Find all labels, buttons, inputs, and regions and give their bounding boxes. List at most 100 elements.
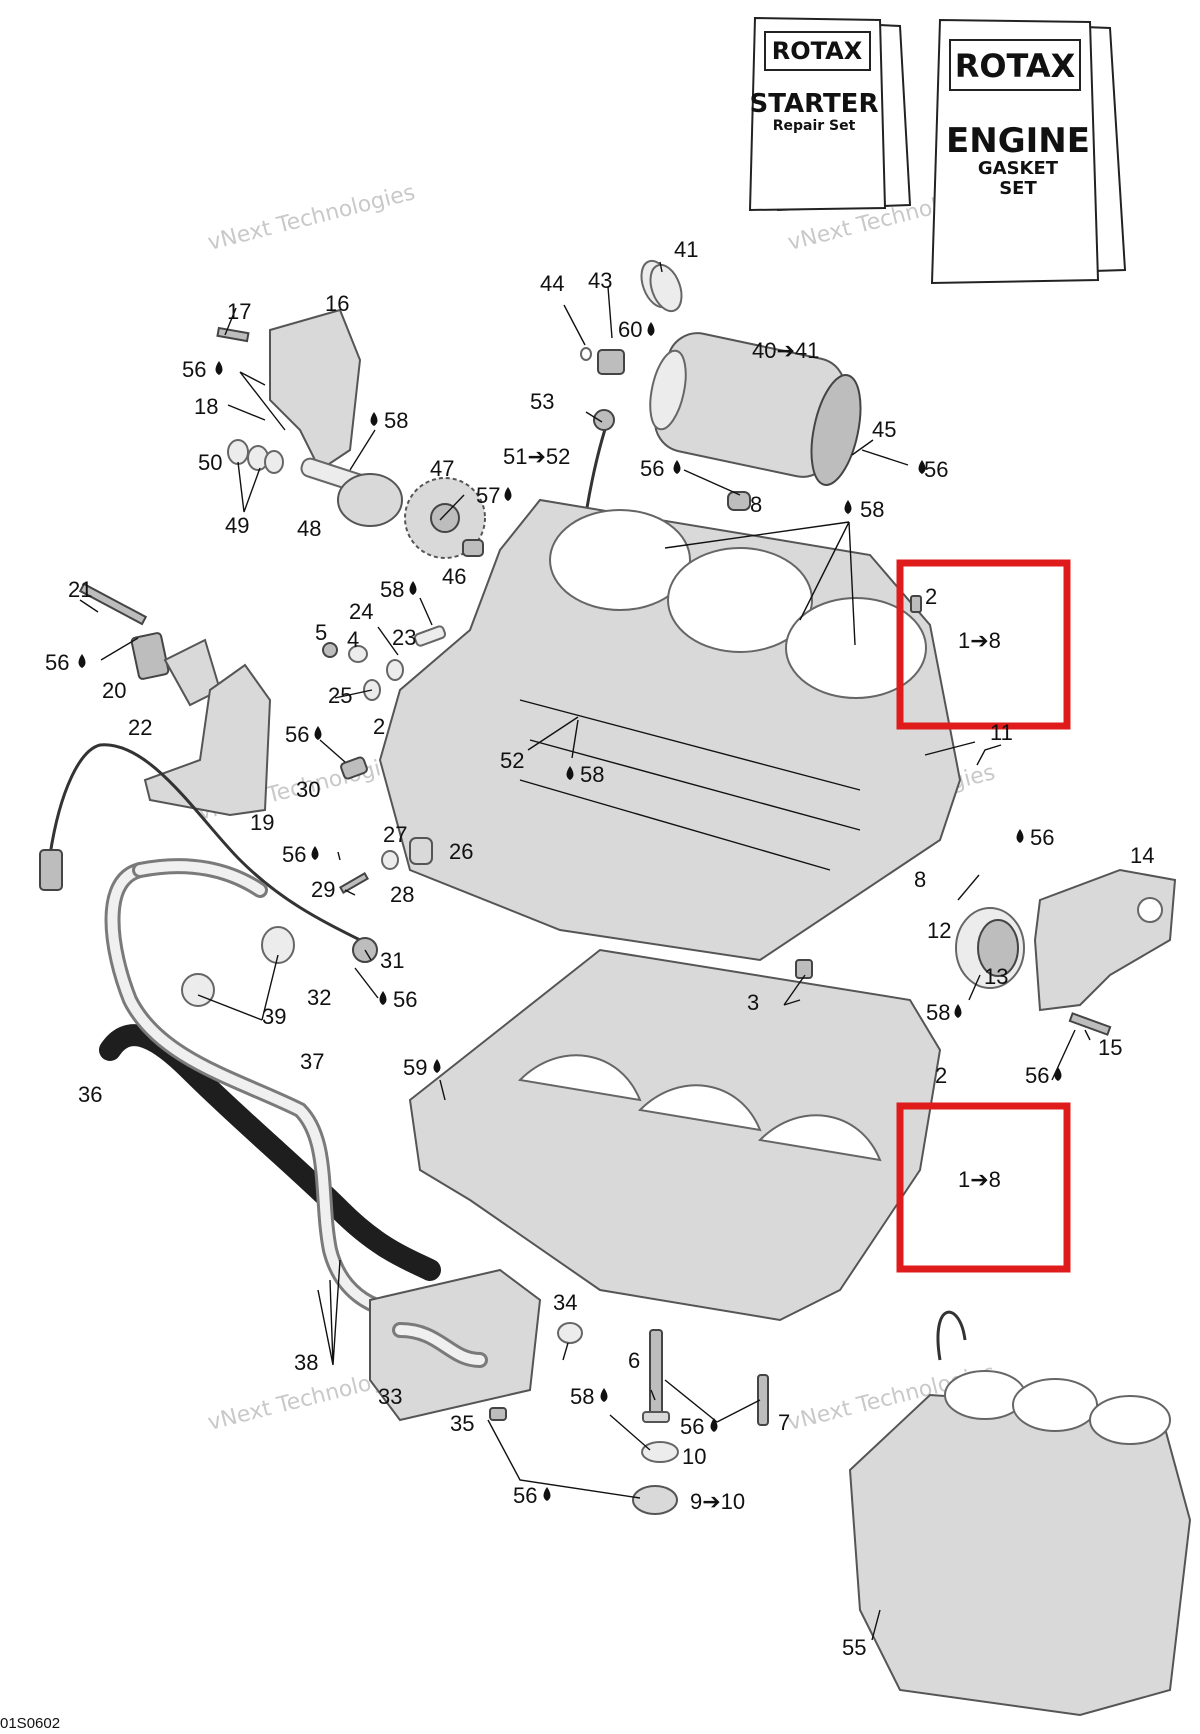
svg-text:STARTER: STARTER (750, 89, 879, 119)
label-30: 30 (296, 777, 320, 802)
label-39: 39 (262, 1004, 286, 1029)
label-56-h: 56 (1030, 825, 1054, 850)
label-15: 15 (1098, 1035, 1122, 1060)
label-14: 14 (1130, 843, 1154, 868)
starter-drive-48 (300, 457, 403, 527)
diagram-code: 01S0602 (0, 1715, 60, 1732)
drop-icon (409, 581, 417, 595)
drop-icon (433, 1059, 441, 1073)
label-20: 20 (102, 678, 126, 703)
short-block-55 (848, 1310, 1192, 1717)
drop-icon (1054, 1067, 1062, 1081)
label-32: 32 (307, 985, 331, 1010)
svg-text:Repair Set: Repair Set (773, 118, 856, 134)
drop-icon (647, 322, 655, 336)
washers-49-50 (227, 439, 284, 474)
oil-hose-36 (99, 1024, 441, 1281)
label-41: 41 (674, 237, 698, 262)
label-58-a: 58 (860, 497, 884, 522)
label-56-c: 56 (182, 357, 206, 382)
label-59: 59 (403, 1055, 427, 1080)
label-50: 50 (198, 450, 222, 475)
label-31: 31 (380, 948, 404, 973)
label-35: 35 (450, 1411, 474, 1436)
label-11: 11 (990, 720, 1013, 745)
starter-repair-set-booklet: ROTAX STARTER Repair Set (748, 16, 912, 212)
label-2-c: 2 (935, 1063, 947, 1088)
label-51-52: 51➔52 (503, 444, 570, 469)
label-57: 57 (476, 483, 500, 508)
drop-icon (1016, 829, 1024, 843)
drop-icon (314, 726, 322, 740)
drop-icon (844, 500, 852, 514)
label-60: 60 (618, 317, 642, 342)
oil-cooler-33 (369, 1268, 542, 1422)
bolt-21 (78, 582, 148, 626)
label-33: 33 (378, 1384, 402, 1409)
label-12: 12 (927, 918, 951, 943)
label-2-a: 2 (373, 714, 385, 739)
label-47: 47 (430, 456, 454, 481)
oil-pipe-37 (104, 858, 408, 1318)
engine-gasket-set-booklet: ROTAX ENGINE GASKET SET (930, 18, 1127, 285)
label-52: 52 (500, 748, 524, 773)
upper-crankcase (378, 498, 962, 962)
drop-icon (370, 412, 378, 426)
bolt-35 (489, 1407, 507, 1421)
label-2-b: 2 (925, 584, 937, 609)
label-9-10: 9➔10 (690, 1489, 745, 1514)
label-58-f: 58 (570, 1384, 594, 1409)
drop-icon (504, 487, 512, 501)
svg-text:vNext Technologies: vNext Technologies (205, 180, 417, 256)
svg-text:ROTAX: ROTAX (772, 37, 863, 65)
label-25: 25 (328, 683, 352, 708)
label-53: 53 (530, 389, 554, 414)
label-56-g: 56 (393, 987, 417, 1012)
label-1-8-a: 1➔8 (958, 628, 1001, 653)
label-49: 49 (225, 513, 249, 538)
label-56-a: 56 (924, 457, 948, 482)
label-34: 34 (553, 1290, 577, 1315)
watermark-top-left: vNext Technologies (205, 180, 417, 256)
drop-icon (311, 846, 319, 860)
drop-icon (710, 1418, 718, 1432)
label-19: 19 (250, 810, 274, 835)
drop-icon (566, 766, 574, 780)
label-8-b: 8 (914, 867, 926, 892)
label-5: 5 (315, 620, 327, 645)
drop-icon (543, 1487, 551, 1501)
label-21: 21 (68, 577, 92, 602)
label-26: 26 (449, 839, 473, 864)
label-27: 27 (383, 822, 407, 847)
label-36: 36 (78, 1082, 102, 1107)
label-28: 28 (390, 882, 414, 907)
lower-crankcase (408, 948, 942, 1322)
booklet-subtitle-line1: GASKET (978, 158, 1059, 179)
engine-mount-14 (1033, 868, 1177, 1012)
plug-12-13 (955, 907, 1025, 989)
label-17: 17 (227, 299, 251, 324)
label-44: 44 (540, 271, 564, 296)
label-56-i: 56 (1025, 1063, 1049, 1088)
part-labels: 41 44 43 60 40➔41 53 45 56 51➔52 56 8 58… (45, 237, 1154, 1660)
bolt-15 (1068, 1012, 1112, 1036)
label-23: 23 (392, 625, 416, 650)
label-38: 38 (294, 1350, 318, 1375)
label-6: 6 (628, 1348, 640, 1373)
label-56-e: 56 (285, 722, 309, 747)
gear-47 (404, 477, 486, 559)
svg-text:ENGINE: ENGINE (946, 121, 1090, 161)
highlight-box-lower (896, 1102, 1071, 1273)
drop-icon (918, 460, 926, 474)
label-58-c: 58 (380, 577, 404, 602)
drop-icon (954, 1004, 962, 1018)
label-58-e: 58 (926, 1000, 950, 1025)
drop-icon (78, 654, 86, 668)
small-parts-cluster (322, 625, 447, 894)
drop-icon (673, 460, 681, 474)
highlight-box-upper (896, 559, 1071, 730)
label-24: 24 (349, 599, 373, 624)
drop-icon (215, 361, 223, 375)
starter-motor (649, 332, 862, 486)
o-ring-10 (641, 1441, 679, 1463)
